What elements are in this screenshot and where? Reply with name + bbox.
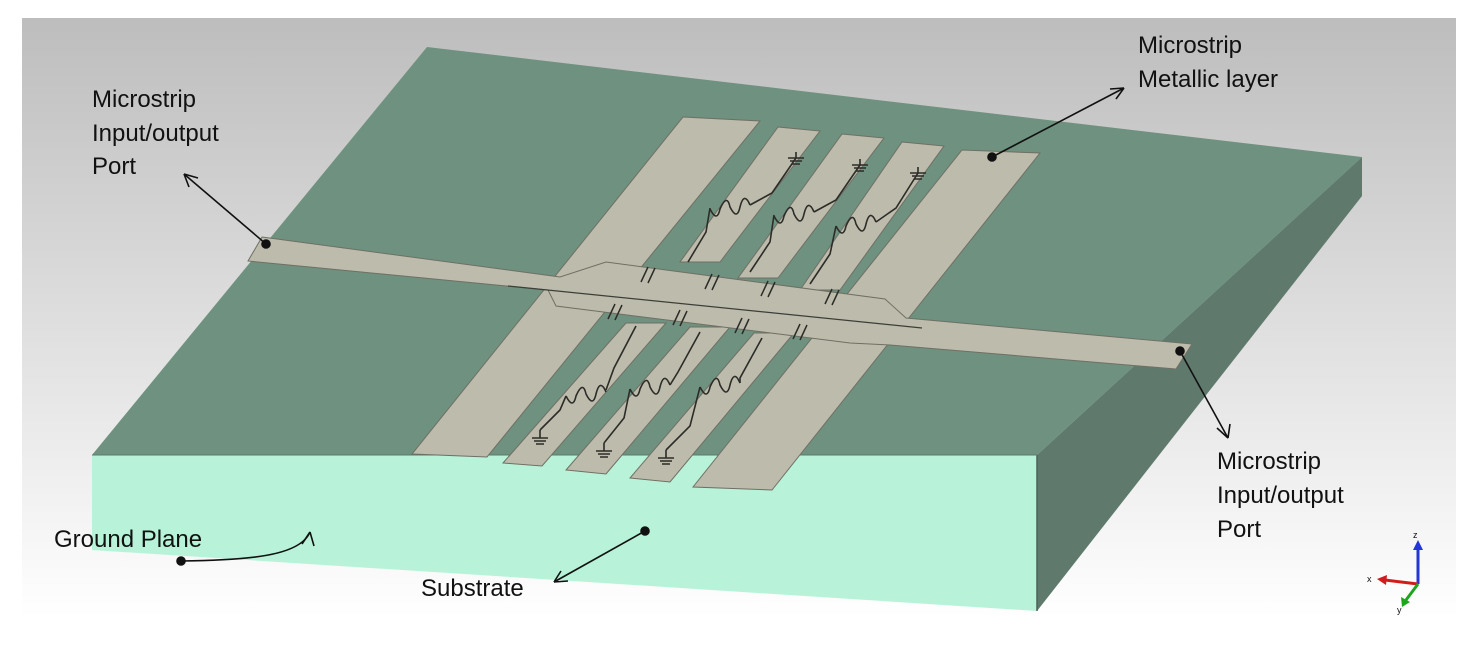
substrate-front-face	[92, 455, 1037, 611]
top-resonators	[687, 152, 926, 285]
arrow-icon	[301, 531, 315, 547]
axis-y-arrow-icon	[1401, 597, 1410, 607]
ground-icon	[532, 430, 548, 445]
substrate-side-face	[1037, 157, 1362, 611]
capacitor-icon	[824, 288, 840, 306]
resonator-wire	[665, 386, 701, 451]
axis-x-arrow-icon	[1377, 575, 1387, 585]
label-substrate: Substrate	[421, 575, 524, 602]
feed-line-center	[507, 285, 923, 329]
axis-y-label: y	[1397, 605, 1402, 615]
resonator-wire	[539, 395, 567, 431]
resonator-stub-bottom-1	[501, 322, 668, 467]
coil-icon	[629, 377, 671, 397]
label-port-right-3: Port	[1217, 516, 1261, 543]
resonator-wire	[749, 214, 775, 273]
label-port-left-1: Microstrip	[92, 86, 196, 113]
coil-icon	[835, 214, 877, 234]
axis-z-label: z	[1413, 530, 1418, 540]
resonator-wire	[669, 331, 701, 386]
metallic-leader	[991, 87, 1125, 158]
resonator-wire	[809, 225, 837, 285]
axis-z-arrow-icon	[1413, 540, 1423, 550]
resonator-wire	[687, 207, 711, 263]
label-ground-plane: Ground Plane	[54, 526, 202, 553]
label-port-right-2: Input/output	[1217, 482, 1344, 509]
label-port-left-2: Input/output	[92, 120, 219, 147]
capacitor-chain	[607, 266, 840, 341]
port-right-leader	[1179, 350, 1229, 439]
label-metallic-2: Metallic layer	[1138, 66, 1278, 93]
coil-icon	[709, 197, 751, 217]
resonator-stub-top-1	[679, 126, 821, 263]
coil-icon	[773, 204, 815, 224]
axis-x-line	[1384, 578, 1419, 586]
arrow-icon	[1109, 87, 1125, 100]
axis-y-line	[1404, 583, 1420, 601]
ground-icon	[658, 450, 674, 465]
port-left-leader	[183, 173, 267, 245]
resonator-wire	[749, 157, 797, 206]
coil-icon	[699, 375, 741, 395]
resonator-stub-bottom-2	[564, 326, 732, 475]
annotations	[176, 87, 1231, 583]
arrow-icon	[183, 173, 199, 188]
ground-icon	[596, 443, 612, 458]
capacitor-icon	[792, 323, 808, 341]
resonator-wire	[603, 388, 631, 444]
arrow-icon	[553, 570, 569, 583]
substrate-leader	[553, 530, 646, 583]
metallic-layer	[247, 116, 1193, 491]
axis-triad: z x y	[1367, 530, 1423, 615]
axis-x-label: x	[1367, 574, 1372, 584]
capacitor-icon	[640, 266, 656, 284]
coil-icon	[565, 384, 607, 404]
resonator-wire	[875, 172, 919, 223]
capacitor-icon	[672, 309, 688, 327]
resonator-wire	[605, 325, 637, 391]
arrow-icon	[1216, 423, 1231, 439]
label-metallic-1: Microstrip	[1138, 32, 1242, 59]
label-port-left-3: Port	[92, 153, 136, 180]
bottom-resonators	[532, 325, 763, 465]
capacitor-icon	[734, 317, 750, 335]
capacitor-icon	[760, 280, 776, 298]
capacitor-icon	[704, 273, 720, 291]
resonator-wire	[813, 164, 861, 213]
capacitor-icon	[607, 303, 623, 321]
label-port-right-1: Microstrip	[1217, 448, 1321, 475]
